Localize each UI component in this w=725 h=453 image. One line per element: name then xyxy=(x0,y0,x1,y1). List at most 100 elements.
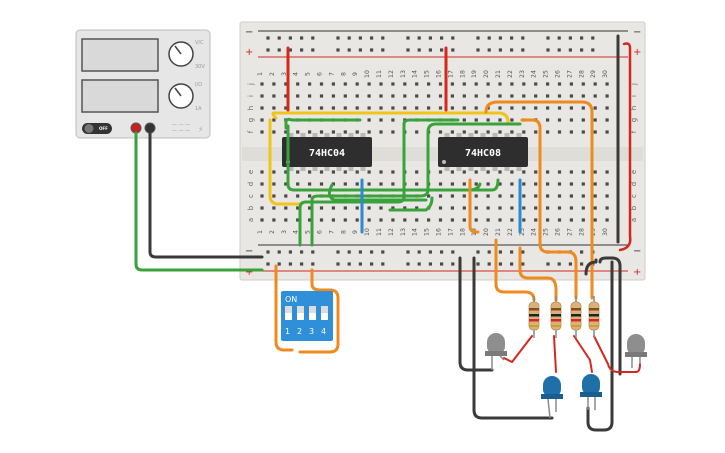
resistor-3[interactable] xyxy=(570,296,582,338)
breadboard-hole[interactable] xyxy=(336,250,340,254)
breadboard-hole[interactable] xyxy=(391,94,395,98)
breadboard-hole[interactable] xyxy=(498,250,502,254)
breadboard-hole[interactable] xyxy=(487,48,491,52)
breadboard-hole[interactable] xyxy=(593,194,597,198)
breadboard-hole[interactable] xyxy=(260,82,264,86)
breadboard-hole[interactable] xyxy=(417,48,421,52)
breadboard-hole[interactable] xyxy=(605,94,609,98)
breadboard-hole[interactable] xyxy=(277,262,281,266)
breadboard-hole[interactable] xyxy=(510,250,514,254)
breadboard-hole[interactable] xyxy=(438,218,443,222)
breadboard-hole[interactable] xyxy=(450,218,454,222)
breadboard-hole[interactable] xyxy=(476,36,480,40)
breadboard-hole[interactable] xyxy=(438,206,443,210)
breadboard-hole[interactable] xyxy=(557,36,561,40)
breadboard-hole[interactable] xyxy=(266,250,270,254)
breadboard-hole[interactable] xyxy=(367,118,371,122)
breadboard-hole[interactable] xyxy=(381,262,385,266)
breadboard-hole[interactable] xyxy=(498,106,502,110)
chip-74hc04[interactable]: 74HC04 xyxy=(282,133,372,171)
breadboard-hole[interactable] xyxy=(438,130,443,134)
breadboard-hole[interactable] xyxy=(510,130,514,134)
breadboard-hole[interactable] xyxy=(498,130,502,134)
wire-yellow-1[interactable] xyxy=(271,111,510,124)
breadboard-hole[interactable] xyxy=(510,94,514,98)
breadboard-hole[interactable] xyxy=(427,94,431,98)
breadboard-hole[interactable] xyxy=(462,94,466,98)
wire-black-led-1[interactable] xyxy=(458,256,494,372)
breadboard-hole[interactable] xyxy=(266,262,270,266)
breadboard-hole[interactable] xyxy=(569,94,573,98)
breadboard-hole[interactable] xyxy=(546,262,550,266)
breadboard-hole[interactable] xyxy=(266,36,270,40)
breadboard-hole[interactable] xyxy=(427,194,431,198)
breadboard-hole[interactable] xyxy=(581,194,585,198)
breadboard-hole[interactable] xyxy=(406,262,410,266)
breadboard-hole[interactable] xyxy=(440,262,444,266)
breadboard-hole[interactable] xyxy=(521,250,525,254)
breadboard-hole[interactable] xyxy=(343,218,347,222)
breadboard-hole[interactable] xyxy=(557,194,562,198)
breadboard-hole[interactable] xyxy=(308,106,312,110)
breadboard-hole[interactable] xyxy=(546,130,550,134)
breadboard-hole[interactable] xyxy=(415,206,419,210)
breadboard-hole[interactable] xyxy=(406,250,410,254)
breadboard-hole[interactable] xyxy=(355,82,359,86)
breadboard-hole[interactable] xyxy=(403,206,407,210)
breadboard-hole[interactable] xyxy=(379,106,383,110)
breadboard-hole[interactable] xyxy=(498,206,502,210)
breadboard-hole[interactable] xyxy=(300,36,304,40)
breadboard-hole[interactable] xyxy=(568,262,572,266)
breadboard-hole[interactable] xyxy=(379,170,383,174)
breadboard-hole[interactable] xyxy=(557,130,562,134)
wire-green-5[interactable] xyxy=(327,183,428,202)
breadboard-hole[interactable] xyxy=(510,182,514,186)
breadboard-hole[interactable] xyxy=(522,182,526,186)
breadboard-hole[interactable] xyxy=(266,48,270,52)
breadboard-hole[interactable] xyxy=(319,206,324,210)
breadboard-hole[interactable] xyxy=(260,194,264,198)
breadboard-hole[interactable] xyxy=(391,218,395,222)
breadboard-hole[interactable] xyxy=(580,48,584,52)
breadboard-hole[interactable] xyxy=(510,170,514,174)
breadboard-hole[interactable] xyxy=(336,36,340,40)
breadboard-hole[interactable] xyxy=(450,130,454,134)
breadboard-hole[interactable] xyxy=(474,118,478,122)
breadboard-hole[interactable] xyxy=(522,106,526,110)
breadboard-hole[interactable] xyxy=(343,106,347,110)
breadboard-hole[interactable] xyxy=(522,82,526,86)
breadboard-hole[interactable] xyxy=(391,130,395,134)
breadboard-hole[interactable] xyxy=(605,218,609,222)
breadboard-hole[interactable] xyxy=(498,94,502,98)
breadboard-hole[interactable] xyxy=(451,36,455,40)
breadboard-hole[interactable] xyxy=(557,94,562,98)
wire-green-3[interactable] xyxy=(286,124,482,192)
breadboard-hole[interactable] xyxy=(417,250,421,254)
breadboard-hole[interactable] xyxy=(415,130,419,134)
breadboard-hole[interactable] xyxy=(580,250,584,254)
breadboard-hole[interactable] xyxy=(428,262,432,266)
breadboard-hole[interactable] xyxy=(498,82,502,86)
breadboard-hole[interactable] xyxy=(476,262,480,266)
breadboard-hole[interactable] xyxy=(272,118,276,122)
breadboard-hole[interactable] xyxy=(260,130,264,134)
breadboard-hole[interactable] xyxy=(438,94,443,98)
breadboard-hole[interactable] xyxy=(296,206,300,210)
breadboard-hole[interactable] xyxy=(272,218,276,222)
breadboard-hole[interactable] xyxy=(260,218,264,222)
breadboard-hole[interactable] xyxy=(391,118,395,122)
breadboard-hole[interactable] xyxy=(308,194,312,198)
breadboard-hole[interactable] xyxy=(568,36,572,40)
breadboard-hole[interactable] xyxy=(355,206,359,210)
breadboard-hole[interactable] xyxy=(474,106,478,110)
breadboard-hole[interactable] xyxy=(450,94,454,98)
breadboard-hole[interactable] xyxy=(474,206,478,210)
breadboard-hole[interactable] xyxy=(296,170,300,174)
breadboard-hole[interactable] xyxy=(593,218,597,222)
breadboard-hole[interactable] xyxy=(370,250,374,254)
breadboard-hole[interactable] xyxy=(381,48,385,52)
breadboard-hole[interactable] xyxy=(260,182,264,186)
breadboard-hole[interactable] xyxy=(438,82,443,86)
breadboard-hole[interactable] xyxy=(260,94,264,98)
breadboard-hole[interactable] xyxy=(534,194,538,198)
